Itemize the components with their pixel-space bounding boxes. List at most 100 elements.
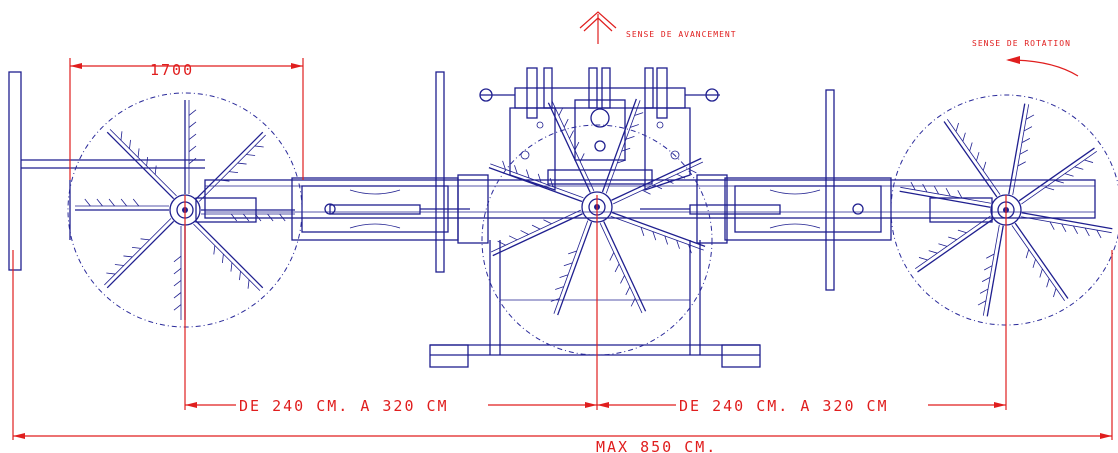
tine-tooth (1096, 229, 1102, 239)
direction-of-rotation-label: SENSE DE ROTATION (972, 39, 1071, 48)
tine-tooth (1017, 161, 1026, 167)
tine-tooth (525, 169, 530, 179)
tine-tooth (977, 300, 987, 306)
tine-tooth (652, 231, 657, 241)
tine-tooth (1055, 180, 1064, 184)
tine-tooth (1074, 166, 1084, 170)
tine-tooth (928, 250, 938, 254)
tine-arm-rail (982, 224, 1000, 316)
dimension-spacing-right: DE 240 CM. A 320 CM (597, 397, 1006, 415)
tine-tooth (676, 173, 686, 179)
tine-arm-rail (490, 209, 581, 253)
tine-tooth (114, 264, 124, 266)
dimension-spacing-left: DE 240 CM. A 320 CM (185, 397, 597, 415)
tine-tooth (543, 219, 552, 225)
tine-arm-rail (613, 161, 704, 205)
tine-tooth (664, 235, 669, 245)
tine-tooth (242, 213, 250, 222)
tine-tooth (220, 179, 230, 182)
tine-tooth (520, 230, 529, 235)
tine-tooth (933, 185, 939, 195)
tine-tooth (688, 168, 697, 174)
tine-tooth (255, 213, 262, 222)
tine-tooth (246, 154, 256, 156)
tine-tooth (1021, 137, 1031, 143)
central-headstock (479, 67, 720, 191)
tine-tooth (1025, 114, 1035, 120)
tine-tooth (123, 255, 133, 258)
tine-tooth (630, 298, 636, 307)
tine-tooth (614, 263, 620, 273)
tine-tooth (188, 121, 197, 128)
tine-arm (611, 211, 706, 247)
tine-tooth (984, 265, 993, 271)
tine-arm-rail (198, 134, 266, 202)
tine-tooth (1084, 159, 1094, 163)
tine-tooth (945, 188, 951, 197)
tine-arm (899, 190, 991, 208)
tine-arm (106, 131, 175, 200)
tine-arm-rail (553, 220, 589, 314)
tine-tooth (247, 279, 250, 289)
tine-arm (601, 98, 637, 193)
tine-tooth (555, 286, 564, 290)
tine-tooth (617, 159, 626, 164)
tine-tooth (537, 173, 542, 183)
direction-of-travel-arrow: SENSE DE AVANCEMENT (579, 11, 736, 44)
tine-tooth (106, 272, 116, 275)
tine-tooth (154, 165, 157, 175)
tine-tooth (230, 262, 233, 272)
tine-tooth (514, 165, 518, 174)
tine-tooth (254, 145, 264, 148)
tine-tooth (146, 156, 149, 166)
tine-tooth (188, 109, 197, 116)
tine-tooth (665, 179, 674, 184)
tine-tooth (948, 236, 957, 240)
tine-arm (943, 121, 998, 198)
tine-arm (106, 220, 175, 289)
tine-tooth (1025, 249, 1030, 259)
tine-tooth (922, 183, 928, 193)
dimension-label-overall-width: MAX 850 CM. (596, 438, 717, 453)
tine-tooth (1032, 259, 1036, 268)
tine-tooth (653, 184, 663, 190)
tine-arm-rail (193, 223, 261, 291)
rotor-center (481, 98, 713, 356)
tine-tooth (640, 227, 645, 236)
dimension-1700: 1700 (69, 58, 304, 180)
dimension-label-spacing-right: DE 240 CM. A 320 CM (679, 397, 889, 415)
dimension-overall-width: MAX 850 CM. (13, 433, 1112, 453)
tine-tooth (559, 274, 569, 279)
tine-tooth (1045, 186, 1055, 191)
tine-tooth (550, 298, 560, 302)
tine-tooth (173, 292, 182, 299)
tine-tooth (569, 130, 574, 139)
tine-tooth (108, 198, 115, 207)
tine-tooth (1064, 173, 1074, 177)
tine-tooth (676, 240, 680, 249)
tine-arm (611, 157, 702, 201)
tine-tooth (502, 160, 506, 170)
tine-tooth (910, 181, 916, 191)
tine-tooth (1023, 126, 1033, 132)
tine-arm-rail (1020, 216, 1112, 234)
tine-tooth (279, 213, 286, 222)
tine-tooth (229, 171, 239, 174)
tine-tooth (213, 245, 216, 255)
tine-tooth (981, 277, 991, 283)
tine-tooth (173, 267, 182, 275)
tine-arm-rail (947, 119, 1001, 195)
tine-tooth (957, 190, 963, 199)
tine-tooth (239, 271, 241, 281)
tine-tooth (625, 286, 631, 296)
tine-tooth (1084, 227, 1090, 237)
tine-arm-rail (104, 218, 172, 286)
tine-arm (195, 220, 264, 289)
tine-tooth (962, 132, 966, 142)
tine-arm-rail (599, 223, 643, 314)
tine-tooth (1061, 223, 1067, 232)
rotor-right (890, 94, 1118, 326)
tine-arm (557, 221, 593, 316)
transport-chassis (429, 240, 761, 368)
tine-tooth (230, 213, 238, 222)
